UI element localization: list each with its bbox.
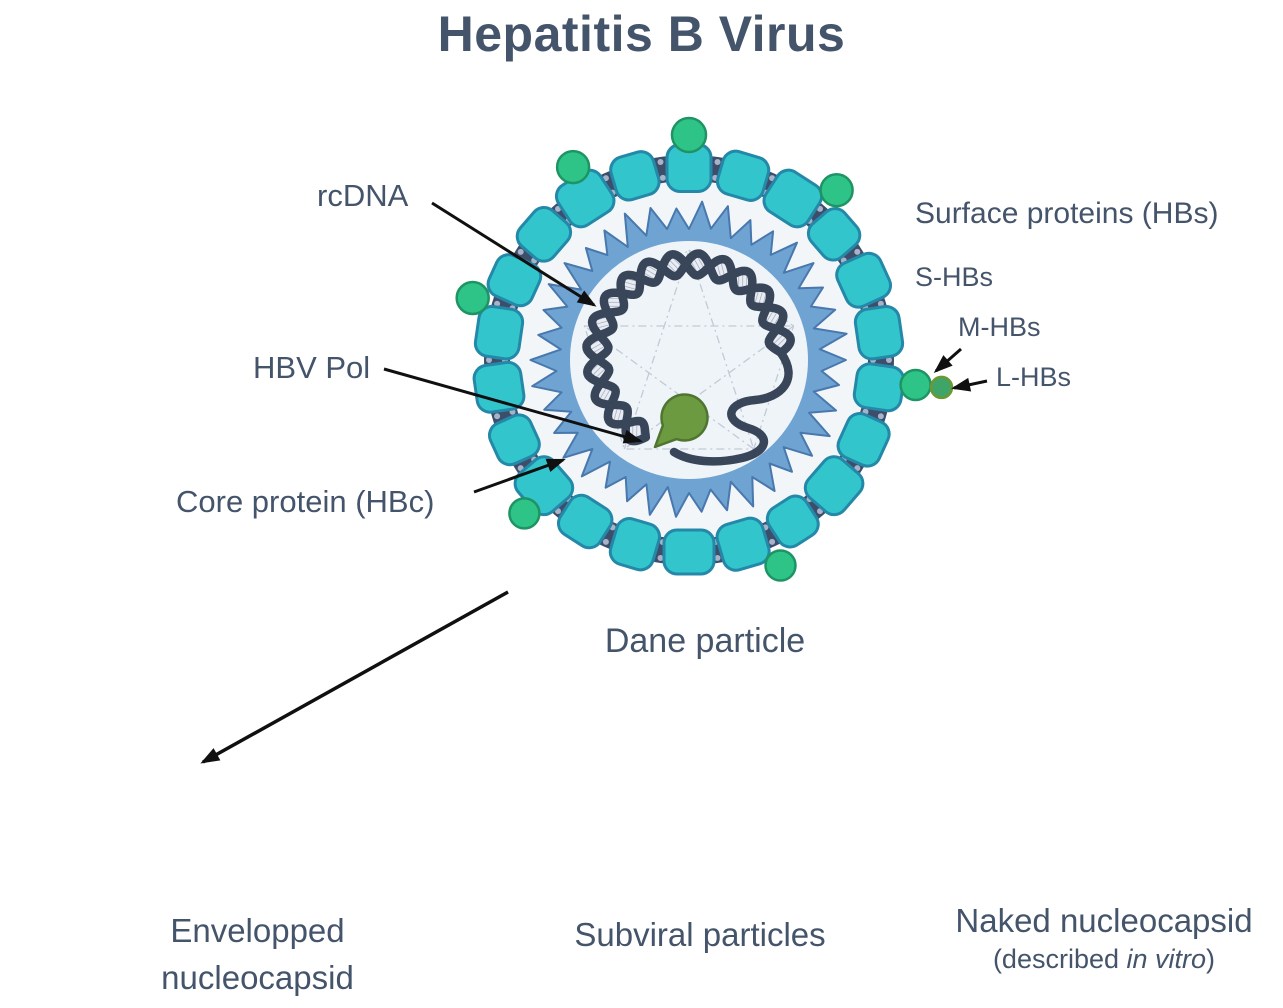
m-hbs-knobs bbox=[455, 116, 854, 582]
l-hbs-protein bbox=[929, 375, 954, 400]
rcdna bbox=[582, 249, 795, 466]
icosahedron-wireframe bbox=[583, 249, 795, 450]
arrow-core-protein bbox=[473, 458, 566, 494]
caption-naked-sub-suffix: ) bbox=[1206, 944, 1216, 974]
caption-naked-subtext: (described in vitro) bbox=[925, 944, 1283, 975]
label-l-hbs: L-HBs bbox=[996, 362, 1072, 392]
label-arrows bbox=[200, 201, 988, 764]
label-surface-proteins: Surface proteins (HBs) bbox=[915, 197, 1219, 230]
dane-particle bbox=[455, 116, 954, 582]
caption-naked-sub-italic: in vitro bbox=[1126, 944, 1207, 974]
label-core-protein: Core protein (HBc) bbox=[176, 484, 435, 519]
hbv-pol-protein bbox=[653, 393, 709, 449]
arrow-rcdna bbox=[431, 201, 597, 307]
caption-enveloped-nucleocapsid: Envelopped nucleocapsid bbox=[100, 908, 415, 1002]
caption-subviral-particles: Subviral particles bbox=[574, 916, 826, 953]
caption-naked-nucleocapsid: Naked nucleocapsid bbox=[955, 902, 1253, 939]
label-dane-particle: Dane particle bbox=[604, 622, 806, 660]
rcdna-single-strand bbox=[669, 348, 793, 466]
caption-enveloped-line1: Envelopped bbox=[170, 912, 345, 949]
arrow-dane-to-row bbox=[200, 590, 509, 764]
m-hbs-protein bbox=[899, 368, 932, 402]
arrow-hbv-pol bbox=[383, 367, 643, 444]
label-hbv-pol: HBV Pol bbox=[253, 350, 371, 385]
label-s-hbs: S-HBs bbox=[915, 262, 994, 292]
page-title: Hepatitis B Virus bbox=[437, 6, 846, 62]
caption-naked-sub-prefix: (described bbox=[992, 944, 1127, 974]
caption-enveloped-line2: nucleocapsid bbox=[161, 958, 354, 996]
label-rcdna: rcDNA bbox=[317, 178, 409, 213]
arrow-m-hbs bbox=[933, 347, 962, 373]
arrow-l-hbs bbox=[951, 377, 988, 392]
label-m-hbs: M-HBs bbox=[958, 312, 1041, 342]
